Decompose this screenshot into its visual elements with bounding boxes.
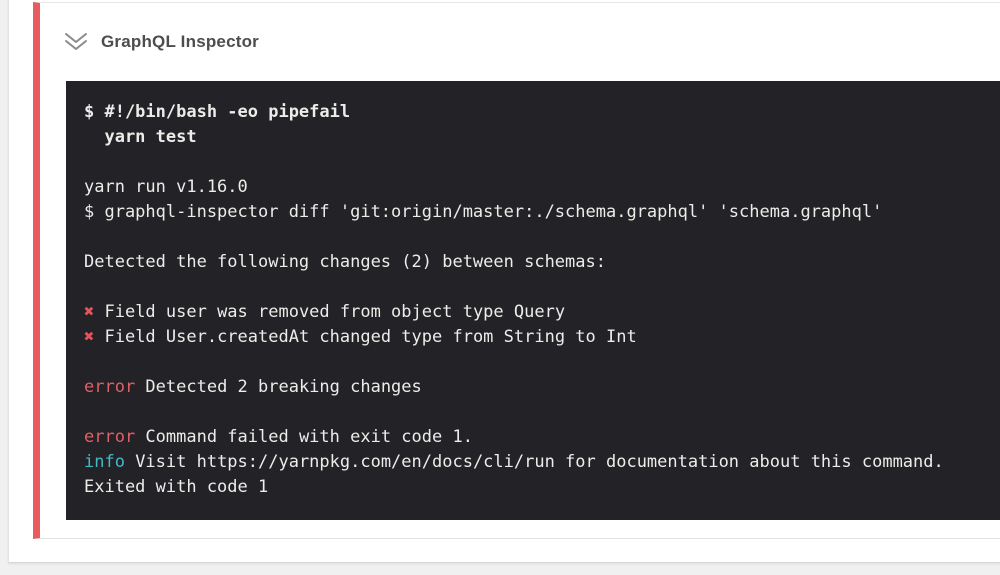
info-text: Visit https://yarnpkg.com/en/docs/cli/ru… (124, 452, 944, 472)
step-section-graphql-inspector: GraphQL Inspector $ #!/bin/bash -eo pipe… (33, 2, 1000, 539)
x-mark-icon: ✖ (84, 327, 95, 347)
terminal-line-blank (84, 225, 1000, 250)
terminal-line-error: error Detected 2 breaking changes (84, 375, 1000, 400)
breaking-change-text: Field User.createdAt changed type from S… (94, 327, 637, 347)
terminal-line-command: yarn test (84, 127, 197, 147)
terminal-line-blank (84, 150, 1000, 175)
double-chevron-down-icon[interactable] (63, 30, 89, 54)
terminal-line: Detected the following changes (2) betwe… (84, 252, 606, 272)
error-label: error (84, 427, 136, 447)
terminal-line: yarn run v1.16.0 (84, 177, 248, 197)
terminal-line-exit: Exited with code 1 (84, 477, 269, 497)
terminal-line-command: $ #!/bin/bash -eo pipefail (84, 102, 351, 122)
terminal-line: $ graphql-inspector diff 'git:origin/mas… (84, 202, 883, 222)
terminal-line-blank (84, 275, 1000, 300)
terminal-line-blank (84, 350, 1000, 375)
terminal-line-info: info Visit https://yarnpkg.com/en/docs/c… (84, 450, 1000, 475)
error-label: error (84, 377, 136, 397)
terminal-line-blank (84, 400, 1000, 425)
terminal-line-breaking-change: ✖ Field User.createdAt changed type from… (84, 325, 1000, 350)
terminal-line-error: error Command failed with exit code 1. (84, 425, 1000, 450)
x-mark-icon: ✖ (84, 302, 95, 322)
error-text: Command failed with exit code 1. (135, 427, 473, 447)
info-label: info (84, 452, 125, 472)
step-title: GraphQL Inspector (101, 32, 260, 51)
terminal-line-breaking-change: ✖ Field user was removed from object typ… (84, 300, 1000, 325)
terminal-output: $ #!/bin/bash -eo pipefail yarn test yar… (66, 81, 1000, 520)
step-header[interactable]: GraphQL Inspector (40, 3, 1000, 81)
breaking-change-text: Field user was removed from object type … (94, 302, 566, 322)
error-text: Detected 2 breaking changes (135, 377, 422, 397)
